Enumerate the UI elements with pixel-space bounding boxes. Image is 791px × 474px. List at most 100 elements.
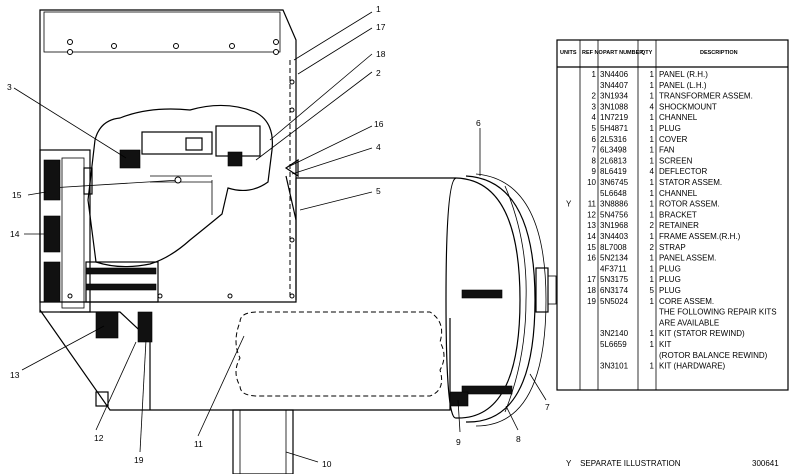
cell-part-number: 8L6419 bbox=[600, 167, 627, 176]
cell-description: PANEL ASSEM. bbox=[659, 254, 716, 263]
cell-part-number: 3N4403 bbox=[600, 232, 629, 241]
cell-qty: 1 bbox=[650, 297, 655, 306]
cell-part-number: 2L5316 bbox=[600, 135, 627, 144]
cell-description: PANEL (R.H.) bbox=[659, 70, 708, 79]
cell-ref-no: 19 bbox=[587, 297, 596, 306]
cell-description: PLUG bbox=[659, 264, 681, 273]
cell-description: STRAP bbox=[659, 243, 686, 252]
cell-qty: 1 bbox=[650, 210, 655, 219]
callout-7: 7 bbox=[529, 373, 550, 412]
header-part-number: PART NUMBER bbox=[603, 50, 643, 56]
callout-1: 1 bbox=[293, 4, 381, 61]
callout-label: 13 bbox=[10, 370, 20, 380]
cell-qty: 1 bbox=[650, 362, 655, 371]
callout-label: 11 bbox=[194, 439, 203, 449]
cell-description: STATOR ASSEM. bbox=[659, 178, 722, 187]
cell-part-number: 3N3101 bbox=[600, 362, 629, 371]
callout-label: 5 bbox=[376, 186, 381, 196]
cell-part-number: 3N4406 bbox=[600, 70, 629, 79]
cell-description: PLUG bbox=[659, 286, 681, 295]
table-header: UNITS REF NO PART NUMBER QTY DESCRIPTION bbox=[560, 50, 738, 56]
cell-part-number: 8L7008 bbox=[600, 243, 627, 252]
cell-part-number: 6L3498 bbox=[600, 146, 627, 155]
callout-10: 10 bbox=[285, 451, 332, 469]
panel-top-band bbox=[43, 11, 281, 53]
cell-ref-no: 14 bbox=[587, 232, 596, 241]
cell-qty: 1 bbox=[650, 200, 655, 209]
cell-description: FRAME ASSEM.(R.H.) bbox=[659, 232, 741, 241]
panel-bolt-holes bbox=[67, 39, 295, 299]
callout-label: 15 bbox=[12, 190, 22, 200]
cell-part-number: 5N5024 bbox=[600, 297, 629, 306]
cell-qty: 2 bbox=[650, 243, 655, 252]
callout-4: 4 bbox=[291, 142, 381, 175]
cell-description: PLUG bbox=[659, 124, 681, 133]
cell-ref-no: 4 bbox=[592, 113, 597, 122]
cell-description: PLUG bbox=[659, 275, 681, 284]
cell-part-number: 5L6648 bbox=[600, 189, 627, 198]
cell-qty: 1 bbox=[650, 113, 655, 122]
cell-description: TRANSFORMER ASSEM. bbox=[659, 92, 753, 101]
cell-ref-no: 16 bbox=[587, 254, 596, 263]
frame-assembly-left bbox=[39, 149, 159, 313]
callout-17: 17 bbox=[297, 22, 386, 75]
cell-description: KIT bbox=[659, 340, 672, 349]
cell-qty: 1 bbox=[650, 81, 655, 90]
cell-description: (ROTOR BALANCE REWIND) bbox=[659, 351, 768, 360]
cutaway-outline bbox=[87, 104, 273, 268]
callout-16: 16 bbox=[289, 119, 384, 167]
cell-ref-no: 5 bbox=[592, 124, 597, 133]
header-qty: QTY bbox=[641, 50, 653, 56]
cell-part-number: 2L6813 bbox=[600, 156, 627, 165]
cell-part-number: 3N8886 bbox=[600, 200, 629, 209]
cell-ref-no: 2 bbox=[592, 92, 597, 101]
callout-label: 6 bbox=[476, 118, 481, 128]
cell-ref-no: 12 bbox=[587, 210, 596, 219]
callout-label: 17 bbox=[376, 22, 386, 32]
callout-6: 6 bbox=[476, 118, 481, 176]
header-ref-no: REF NO bbox=[582, 50, 604, 56]
cell-part-number: 5N3175 bbox=[600, 275, 629, 284]
cell-description: RETAINER bbox=[659, 221, 699, 230]
callout-label: 9 bbox=[456, 437, 461, 447]
cell-description: PANEL (L.H.) bbox=[659, 81, 707, 90]
callout-label: 14 bbox=[10, 229, 20, 239]
cell-description: CHANNEL bbox=[659, 189, 698, 198]
stator-housing bbox=[295, 173, 557, 427]
cell-qty: 1 bbox=[650, 124, 655, 133]
callout-label: 4 bbox=[376, 142, 381, 152]
callout-9: 9 bbox=[456, 399, 461, 447]
channel-part bbox=[284, 158, 299, 221]
callout-5: 5 bbox=[299, 186, 381, 211]
cell-ref-no: 3 bbox=[592, 102, 597, 111]
parts-list-table: UNITS REF NO PART NUMBER QTY DESCRIPTION… bbox=[556, 39, 789, 391]
header-units: UNITS bbox=[560, 50, 577, 56]
cell-part-number: 5L6659 bbox=[600, 340, 627, 349]
cell-part-number: 5N4756 bbox=[600, 210, 629, 219]
cell-description: KIT (STATOR REWIND) bbox=[659, 329, 745, 338]
cell-ref-no: 8 bbox=[592, 156, 597, 165]
cell-part-number: 1N7219 bbox=[600, 113, 629, 122]
callout-18: 18 bbox=[269, 49, 386, 141]
cell-qty: 5 bbox=[650, 286, 655, 295]
cell-qty: 1 bbox=[650, 329, 655, 338]
cell-qty: 1 bbox=[650, 340, 655, 349]
callout-14: 14 bbox=[10, 229, 44, 239]
cell-qty: 1 bbox=[650, 264, 655, 273]
cell-qty: 4 bbox=[650, 102, 655, 111]
